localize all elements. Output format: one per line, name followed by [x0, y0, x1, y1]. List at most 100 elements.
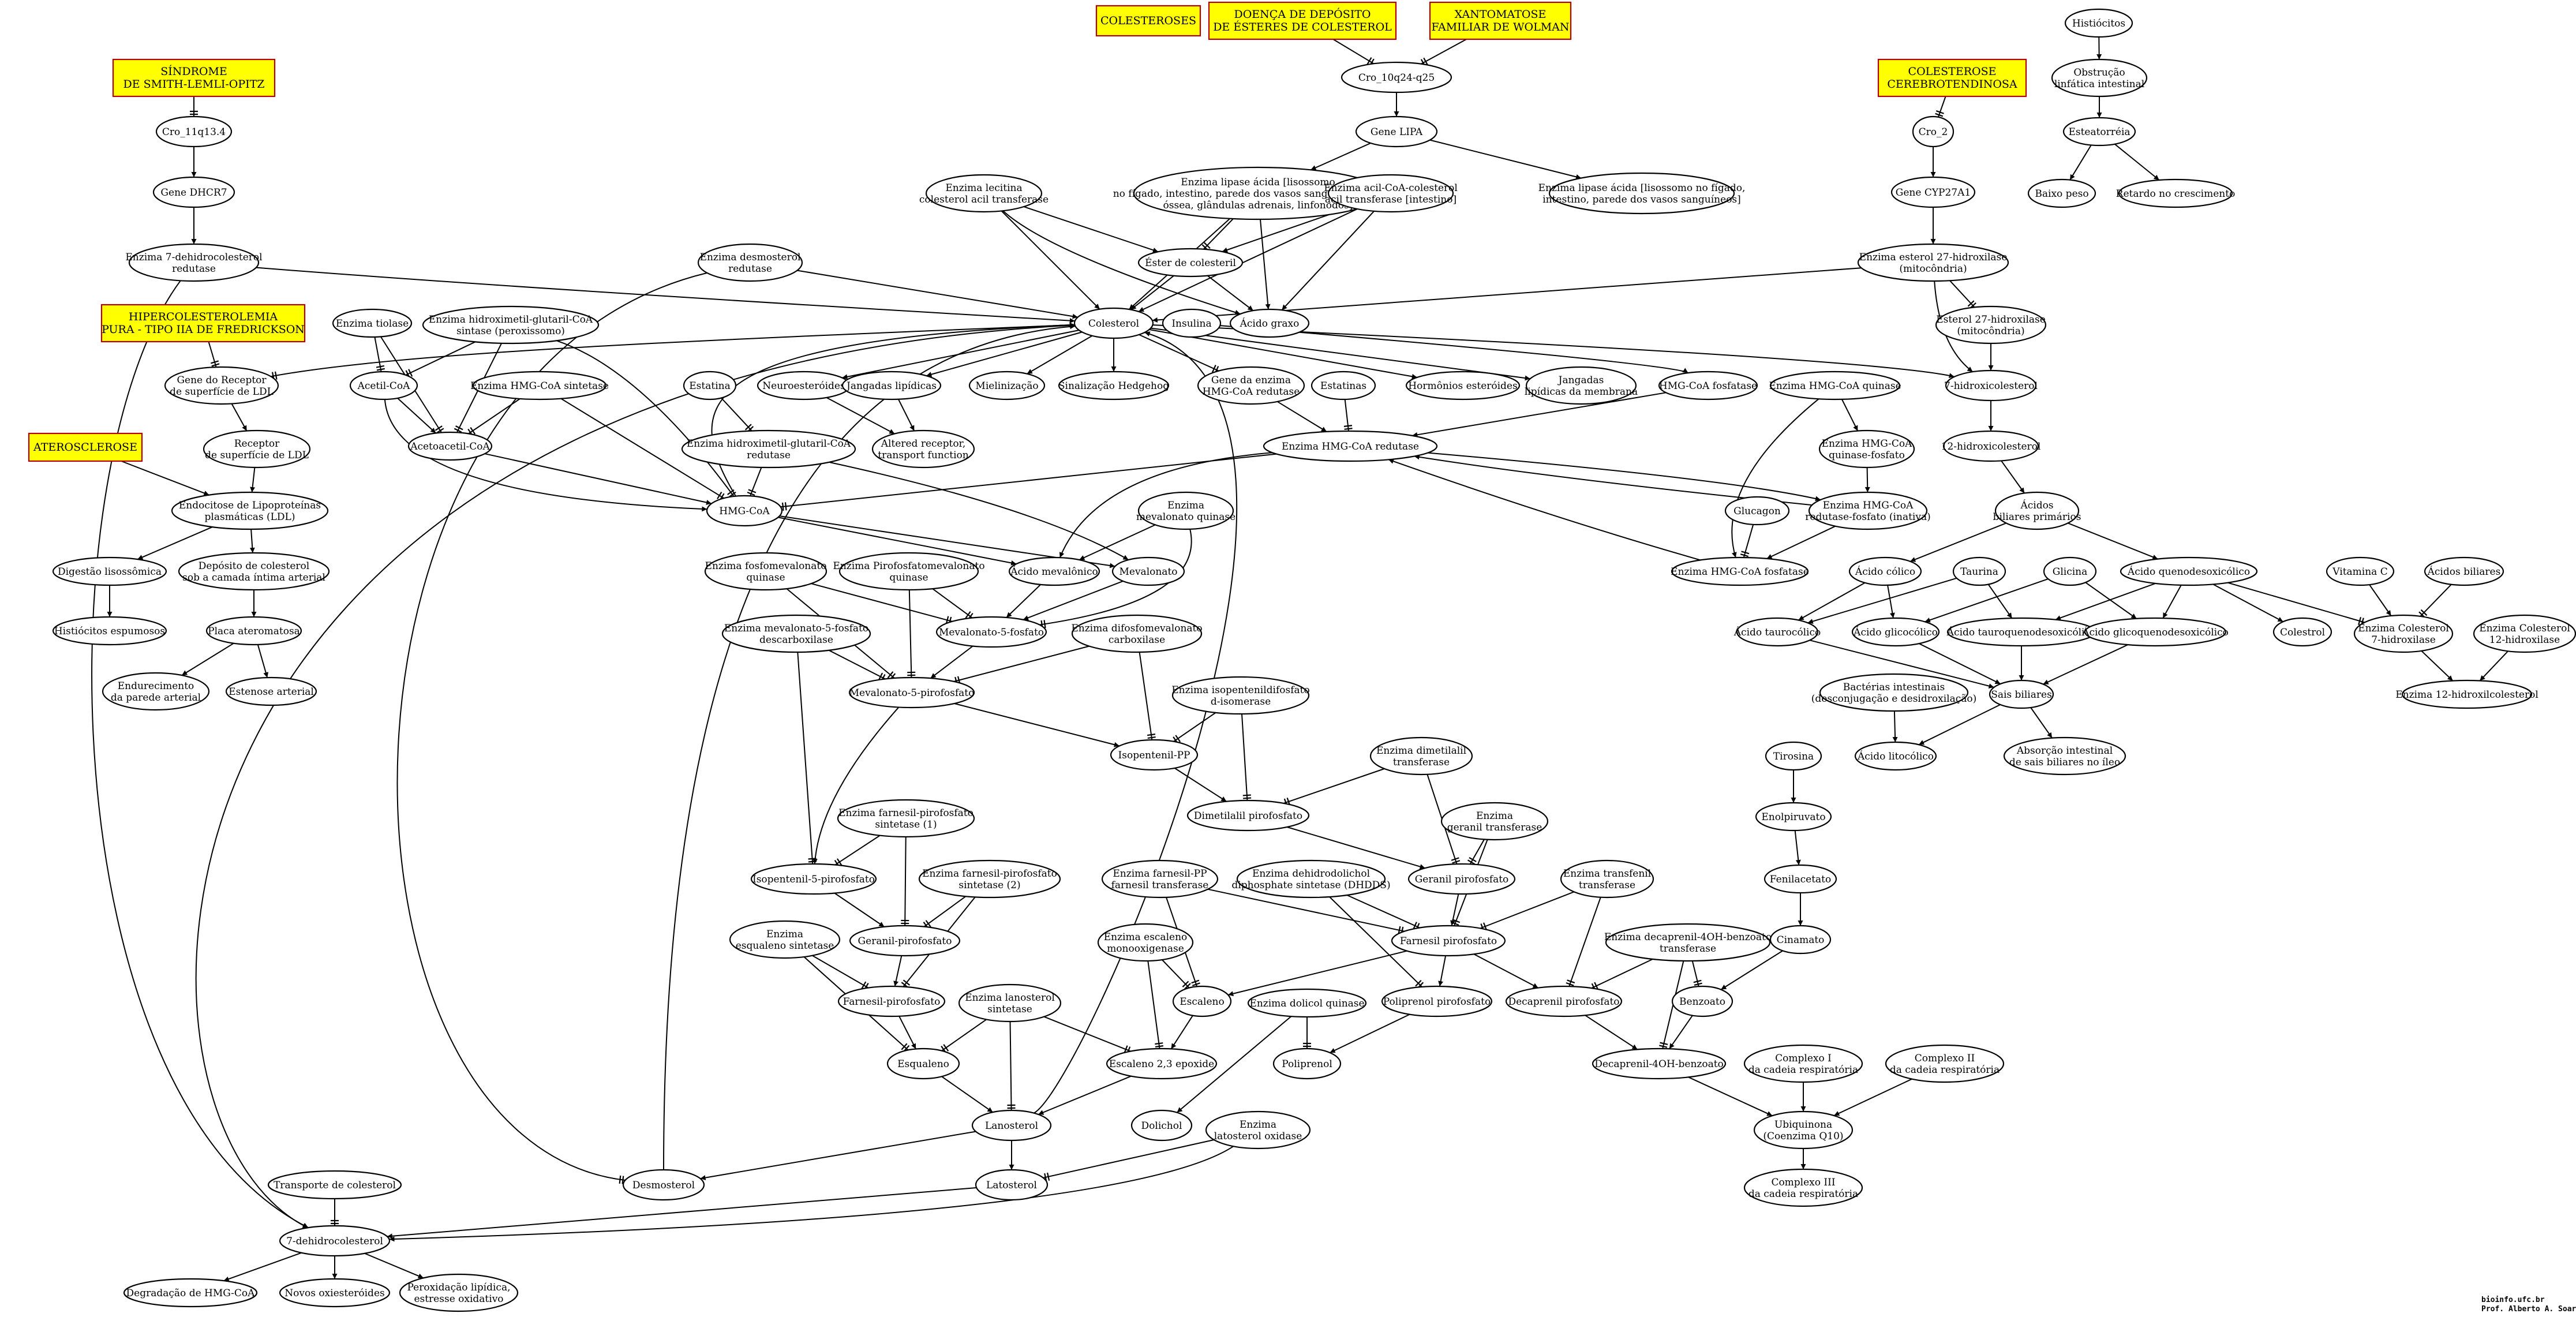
node-label: Isopentenil-PP: [1118, 750, 1190, 761]
edge-farnesil-pp-sint1-to-isopentenil5: [834, 835, 881, 867]
node-label: HMG-CoA: [719, 506, 770, 517]
hidroxi7-node: 7-hidroxicolesterol: [1944, 369, 2038, 402]
mev5f-node: Mevalonato-5-fosfato: [935, 616, 1047, 648]
node-label: SÍNDROME: [160, 65, 227, 78]
edge-gene-hmg-red-to-hmg-red: [1276, 401, 1327, 432]
node-label: mevalonato quinase: [1136, 511, 1235, 523]
node-label: de superfície de LDL: [205, 450, 309, 461]
node-label: Insulina: [1171, 318, 1211, 330]
node-ellipse: [2003, 736, 2126, 776]
edge-glucagon-to-hmg-red-fosfatase: [1740, 524, 1754, 558]
node-label: HMG-CoA redutase: [1203, 386, 1300, 398]
node-label: Retardo no crescimento: [2116, 188, 2236, 200]
edge-hmg-red-perox-to-mevalonato: [829, 461, 1129, 560]
gene-lipa-node: Gene LIPA: [1355, 115, 1438, 148]
node-label: Tirosina: [1773, 751, 1814, 762]
transporte-node: Transporte de colesterol: [267, 1170, 402, 1200]
node-ellipse: [2473, 614, 2576, 653]
edge-hmg-red-perox-to-hmg-coa: [747, 467, 762, 496]
node-label: quinase: [746, 572, 785, 583]
node-ellipse: [1753, 1110, 1854, 1150]
node-ellipse: [1658, 371, 1758, 401]
farnesil-pf-node: Farnesil-pirofosfato: [837, 985, 946, 1017]
esterol-27b-node: Esterol 27-hidroxilase(mitocôndria): [1935, 305, 2047, 345]
node-label: Geranil-pirofosfato: [858, 936, 952, 947]
node-label: esqualeno sintetase: [736, 940, 834, 952]
node-label: Endocitose de Lipoproteínas: [179, 500, 321, 511]
node-ellipse: [164, 366, 279, 405]
node-ellipse: [1671, 556, 1809, 586]
edge-gene-lipa-to-lipase-acida2: [1429, 139, 1582, 179]
node-label: Farnesil-pirofosfato: [843, 996, 941, 1008]
edge-dhc7-to-degradacao: [223, 1252, 302, 1282]
edge-doenca-deposito-to-cro-10q: [1332, 39, 1375, 66]
gene-dhcr7-node: Gene DHCR7: [152, 176, 235, 208]
edge-colesterol-to-jangadas-lip: [926, 331, 1083, 377]
node-label: Enzima: [1240, 1119, 1276, 1131]
disease-box: [1877, 58, 2027, 98]
vitamina-c-node: Vitamina C: [2326, 556, 2395, 586]
acido-queno-node: Ácido quenodesoxicólico: [2120, 556, 2258, 586]
edge-dhc-red-to-colesterol: [256, 267, 1075, 324]
node-label: plasmáticas (LDL): [205, 511, 295, 523]
node-ellipse: [2027, 178, 2096, 208]
node-label: Ácido mevalônico: [1010, 566, 1098, 578]
node-label: geranil transferase: [1447, 822, 1542, 833]
node-label: Obstrução: [2073, 67, 2125, 78]
acido-graxo-node: Ácido graxo: [1229, 308, 1310, 338]
node-ellipse: [279, 1278, 391, 1308]
node-label: farnesil transferase: [1111, 880, 1209, 891]
edge-lecitina-to-ester: [1023, 206, 1159, 253]
edge-acido-colico-to-acido-glico: [1887, 585, 1895, 619]
node-ellipse: [1851, 617, 1940, 647]
acido-glicoqueno-node: Ácido glicoquenodesoxicólico: [2081, 617, 2229, 647]
author-credit: bioinfo.ufc.br Prof. Alberto A. Soares: [2481, 1296, 2576, 1314]
node-ellipse: [1548, 172, 1735, 215]
node-label: sintetase: [987, 1004, 1032, 1015]
node-ellipse: [1186, 799, 1310, 832]
node-ellipse: [2118, 178, 2233, 208]
edge-colesterol-to-dhc7: [195, 324, 1075, 1229]
acido-colico-node: Ácido cólico: [1848, 556, 1922, 586]
edge-col-7hidrox-to-hidroxilcol12: [2421, 650, 2454, 682]
edge-aterosclerose-to-endocitose: [121, 461, 209, 496]
node-label: Sais biliares: [1991, 689, 2052, 701]
edge-isopentenil5-to-geranil-pf: [834, 892, 885, 927]
node-ellipse: [1769, 371, 1901, 401]
edge-geranil-pp-to-farnesil-pp: [1450, 893, 1459, 926]
edge-decaprenil-pp-to-decaprenil-4oh: [1585, 1015, 1638, 1050]
node-label: transferase: [1393, 757, 1450, 768]
node-label: Jangadas: [1557, 375, 1604, 386]
hidroxilcol12-node: Enzima 12-hidroxilcolesterol: [2395, 679, 2538, 709]
edge-farnesil-farnesil-to-farnesil-pp: [1207, 888, 1405, 935]
node-ellipse: [975, 1169, 1049, 1201]
edge-transfenil-to-farnesil-pp: [1480, 891, 1575, 931]
desmosterol-node: Desmosterol: [622, 1169, 705, 1201]
node-ellipse: [2043, 556, 2097, 586]
node-label: Enzima acil-CoA-colesterol: [1324, 182, 1458, 194]
node-ellipse: [52, 616, 167, 646]
dhc7-node: 7-dehidrocolesterol: [279, 1225, 391, 1257]
edge-colesterol-to-gene-ldl: [271, 324, 1075, 380]
edge-mev5f-decarb-to-mev5pp: [828, 649, 886, 682]
acido-mev-node: Ácido mevalônico: [1008, 556, 1100, 586]
node-label: latosterol oxidase: [1214, 1131, 1302, 1142]
node-ellipse: [1890, 176, 1976, 208]
edge-acidos-biliares-prim-to-acido-colico: [1909, 522, 2006, 562]
node-label: diphosphate sintetase (DHDDS): [1231, 880, 1390, 891]
node-ellipse: [1755, 802, 1832, 832]
node-label: Enzima: [1167, 500, 1204, 511]
edge-colesterol-to-mielinizacao: [1027, 335, 1093, 375]
node-ellipse: [1137, 248, 1244, 278]
